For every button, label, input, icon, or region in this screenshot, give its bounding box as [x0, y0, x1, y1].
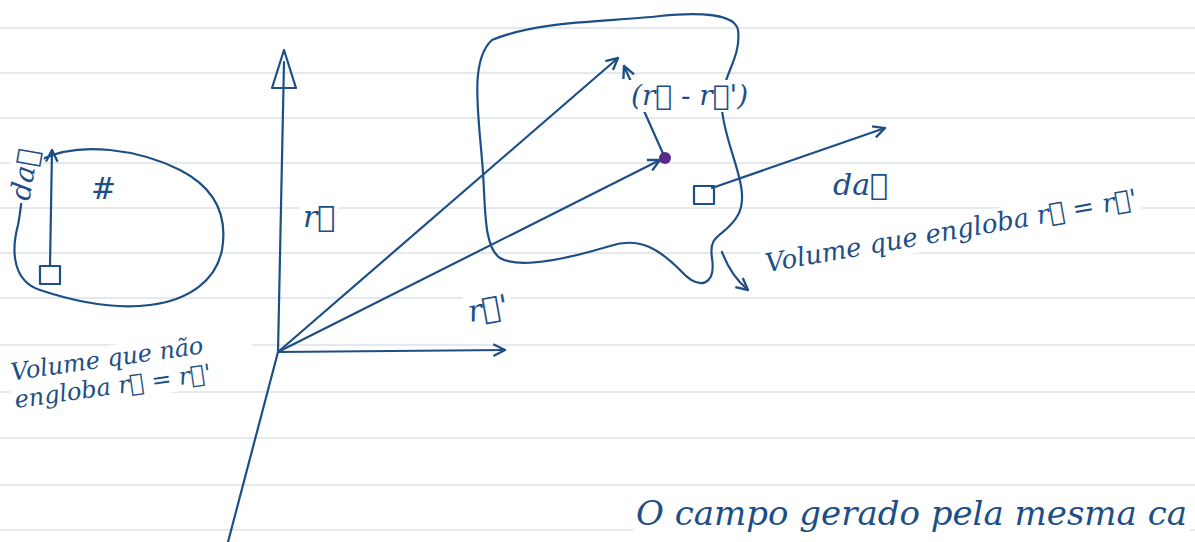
vector-label: da⃗ — [4, 143, 46, 205]
vector-label: r⃗' — [462, 288, 514, 330]
source-vector — [278, 160, 660, 352]
volume-outline — [14, 149, 223, 306]
z-axis — [278, 62, 284, 352]
area-element — [40, 266, 60, 284]
hatch-mark: # — [88, 172, 119, 207]
ruled-lines — [0, 28, 1195, 530]
note-text: Volume que não engloba r⃗ = r⃗' — [6, 326, 257, 415]
pointer-arrow — [722, 252, 748, 290]
volume-outline — [477, 14, 742, 283]
note-text: O campo gerado pela mesma ca — [633, 494, 1190, 533]
area-element — [694, 186, 714, 204]
vector-label: r⃗ — [300, 200, 338, 235]
x-axis — [278, 350, 505, 352]
source-point — [659, 152, 671, 164]
note-text: Volume que engloba r⃗ = r⃗' — [760, 183, 1143, 279]
axis-arrowhead — [272, 50, 296, 88]
area-vector — [50, 150, 52, 266]
vector-label: da⃗ — [830, 168, 891, 203]
vector-label: (r⃗ - r⃗') — [628, 80, 751, 112]
position-vector — [278, 58, 618, 352]
